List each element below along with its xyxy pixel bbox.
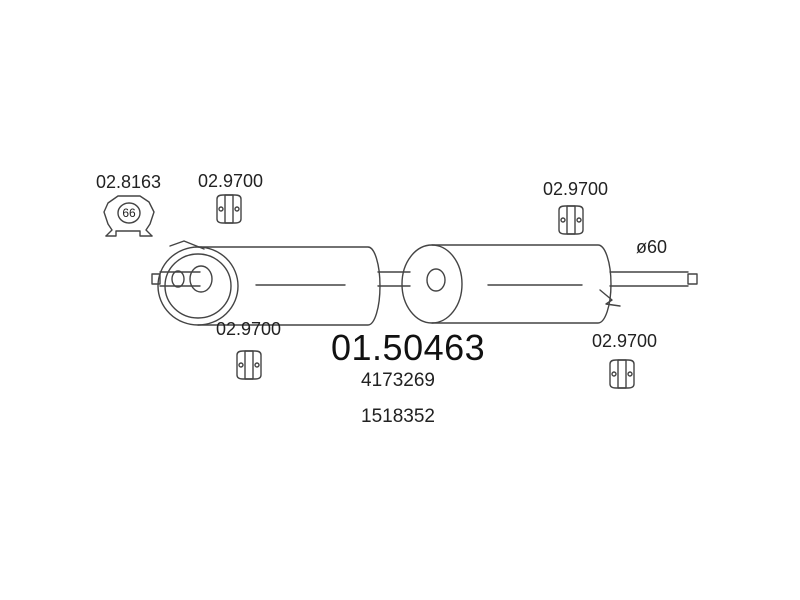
inlet-pipe-icon [151,270,201,288]
clamp-icon: 66 [103,195,155,237]
hanger-bottom-right-icon [609,359,635,389]
reference-number-1: 4173269 [361,370,435,391]
hanger-bottom-right-part-number: 02.9700 [592,331,658,351]
hanger-top-left-part-number: 02.9700 [198,171,264,191]
outlet-diameter-label: ø60 [636,237,668,257]
hanger-top-right-part-number: 02.9700 [543,179,609,199]
connecting-pipe-icon [377,271,411,287]
outlet-pipe-icon [609,271,698,287]
front-muffler-icon [157,240,381,326]
hanger-bottom-left-part-number: 02.9700 [216,319,282,339]
clamp-part-number: 02.8163 [96,172,162,192]
hanger-bottom-left-icon [236,350,262,380]
hanger-top-right-icon [558,205,584,235]
main-part-number: 01.50463 [331,327,486,368]
rear-muffler-icon [401,244,621,324]
reference-number-2: 1518352 [361,406,435,427]
hanger-top-left-icon [216,194,242,224]
clamp-size-label: 66 [122,206,136,220]
